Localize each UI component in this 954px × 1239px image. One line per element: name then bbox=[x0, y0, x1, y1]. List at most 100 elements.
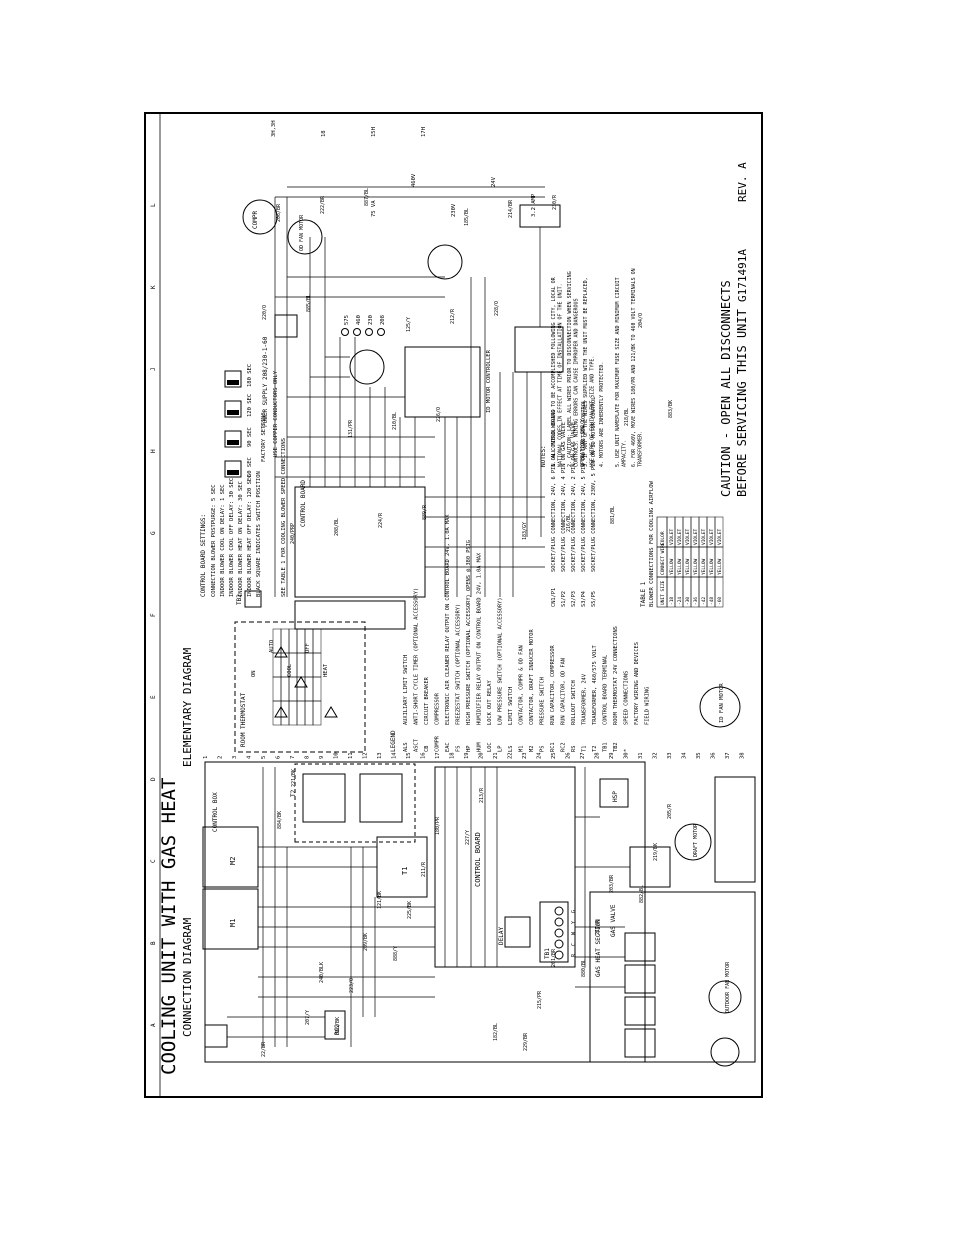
id-motor-controller-elementary bbox=[404, 346, 481, 418]
wire-label: 226/O bbox=[436, 407, 442, 422]
row-number: 2 bbox=[218, 756, 224, 759]
wire-label: 216/BL bbox=[566, 514, 572, 532]
ls-switch bbox=[624, 964, 656, 994]
transformer-tap bbox=[353, 328, 361, 336]
factory-setting-label: FACTORY SETTING bbox=[261, 412, 267, 462]
delay-setting-label: 180 SEC bbox=[247, 364, 253, 387]
legend-text: ROOM THERMOSTAT 24V CONNECTIONS bbox=[613, 626, 619, 725]
wire-labels: 22/BR240/PRP240/BLK131/PR121/BK125/Y180/… bbox=[261, 173, 674, 1057]
delay-switch-position bbox=[227, 440, 239, 445]
revision: REV. A bbox=[736, 162, 749, 202]
draft-motor-label: DRAFT MOTOR bbox=[693, 823, 699, 857]
legend-text: CONTACTOR, DRAFT INDUCER MOTOR bbox=[529, 629, 535, 725]
wire-label: 212/R bbox=[450, 308, 456, 324]
wire-label: 207/Y bbox=[305, 1010, 311, 1025]
tb1-terminal-strip bbox=[539, 901, 569, 963]
legend-text: CIRCUIT BREAKER bbox=[424, 676, 430, 725]
connection-diagram: CONTROL BOX M2 M1 RC2 T2 CONTROL BOARD T… bbox=[202, 761, 756, 1067]
wire-label: 240/BLK bbox=[319, 962, 325, 983]
voltage-label: 75 VA bbox=[371, 200, 377, 217]
thermostat-grid-cell bbox=[296, 676, 306, 702]
legend-text: SPEED CONNECTIONS bbox=[624, 671, 630, 725]
power-supply-label: POWER SUPPLY 208/230-1-60 bbox=[262, 336, 269, 427]
legend-code: CB bbox=[424, 746, 430, 752]
row-number: 35 bbox=[696, 752, 702, 759]
table1-cell: VIOLET bbox=[717, 528, 723, 545]
table1-cell: -18 bbox=[669, 597, 675, 605]
legend-text: RUN CAPACITOR, COMPRESSOR bbox=[550, 644, 556, 725]
control-board-elementary bbox=[294, 486, 426, 598]
control-board-settings: CONTROL BOARD SETTINGS: CONNECTION BLOWE… bbox=[200, 364, 287, 597]
thermostat-grid-cell bbox=[296, 700, 306, 726]
table1-cell: YELLOW bbox=[717, 558, 723, 575]
legend-code: M1 bbox=[519, 746, 525, 752]
thermostat-grid-cell bbox=[304, 676, 314, 702]
wire-label: 222/BR bbox=[320, 195, 326, 214]
wire-label: 228/O bbox=[494, 301, 500, 316]
legend-code: ALS bbox=[403, 742, 409, 752]
row-number: 38 bbox=[740, 752, 746, 759]
row-number: 32 bbox=[653, 752, 659, 759]
drawing-number: G171491A bbox=[736, 249, 749, 302]
contactor-m2 bbox=[202, 826, 259, 888]
rc2-label: RC2 bbox=[334, 1024, 341, 1035]
note-line: 2. CAUTION: LABEL ALL WIRES PRIOR TO DIS… bbox=[567, 271, 573, 467]
wire-label: 183/GY bbox=[522, 522, 528, 540]
socket-code: S2/P3 bbox=[571, 591, 577, 607]
m2-label: M2 bbox=[229, 857, 237, 865]
od-fan-motor-symbol bbox=[287, 219, 323, 255]
row-number: 4 bbox=[247, 755, 253, 759]
control-board-label: CONTROL BOARD bbox=[474, 832, 482, 887]
legend-note: FIELD WIRING bbox=[645, 687, 651, 725]
tb1-terminal-label: R bbox=[571, 953, 577, 957]
note-line: 4. MOTORS ARE INHERENTLY PROTECTED. bbox=[599, 362, 605, 467]
row-number: 36 bbox=[711, 752, 717, 759]
legend-text: RUN CAPACITOR, OD FAN bbox=[561, 658, 567, 725]
legend-code: RC2 bbox=[561, 742, 567, 752]
thermostat-grid-cell bbox=[296, 628, 306, 654]
wire-label: 219/BK bbox=[653, 843, 659, 861]
wire-label: 209/BK bbox=[363, 933, 369, 951]
column-letter: E bbox=[150, 695, 157, 699]
cb-settings-heading: CONTROL BOARD SETTINGS: bbox=[200, 514, 207, 597]
edge-label: 3H,3H bbox=[271, 120, 277, 137]
legend-code: COMPR bbox=[435, 735, 441, 752]
legend-code: PS bbox=[540, 746, 546, 752]
legend-code: HP bbox=[466, 746, 472, 752]
outdoor-fan-motor-label: OUTDOOR FAN MOTOR bbox=[725, 961, 731, 1013]
table1-heading: TABLE 1 bbox=[640, 581, 647, 607]
compr-symbol-elementary bbox=[242, 199, 278, 235]
wire-label: 884/BK bbox=[277, 811, 283, 829]
table1-cell: -30 bbox=[685, 597, 691, 605]
table1-cell: VIOLET bbox=[709, 528, 715, 545]
m1-label: M1 bbox=[229, 919, 237, 927]
legend-code: ASCT bbox=[414, 738, 420, 752]
column-letter: L bbox=[150, 203, 157, 207]
elementary-diagram: CONTROL BOARD TB2 POWER SUPPLY 208/230-1… bbox=[236, 186, 564, 630]
t2-transformer-outline bbox=[294, 763, 416, 843]
table1-cell: YELLOW bbox=[709, 558, 715, 575]
thermostat-grid-cell bbox=[288, 700, 298, 726]
als-switch bbox=[624, 1028, 656, 1058]
table1-cell: YELLOW bbox=[677, 558, 683, 575]
wire-label: 204/O bbox=[638, 313, 644, 328]
draft-motor-elementary bbox=[349, 349, 385, 385]
gas-valve-elementary bbox=[514, 326, 564, 373]
socket-text: SOCKET/PLUG CONNECTION, 24V, 6 PIN ON CO… bbox=[551, 409, 557, 572]
thermostat-grid-cell bbox=[312, 652, 322, 678]
thermostat-label: AUTO bbox=[269, 640, 275, 653]
thermostat-label: HEAT bbox=[323, 663, 329, 677]
row-number: 31 bbox=[638, 752, 644, 759]
transformer-tap bbox=[365, 328, 373, 336]
cb-setting-line: INDOOR BLOWER HEAT OFF DELAY: 120 SEC bbox=[247, 474, 253, 597]
table1-cell: -42 bbox=[701, 597, 707, 605]
socket-code: S5/P5 bbox=[591, 591, 597, 607]
t2-460v bbox=[359, 773, 403, 823]
compr-symbol-connection bbox=[710, 1037, 740, 1067]
hsp-block bbox=[599, 778, 629, 808]
wire-label: 202/Y bbox=[580, 419, 586, 434]
wire-label: 888/Y bbox=[393, 946, 399, 961]
